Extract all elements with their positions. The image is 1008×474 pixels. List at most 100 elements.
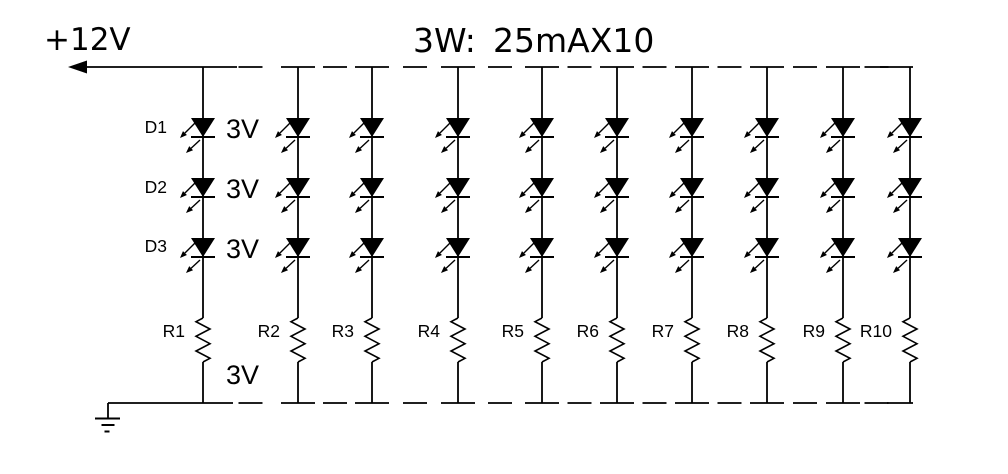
led-light-arrow: [669, 122, 685, 138]
led-light-arrow: [887, 242, 903, 258]
led-light-arrow: [826, 199, 841, 213]
led-light-arrow-shaft: [604, 259, 615, 269]
led-icon: [519, 118, 554, 153]
led-light-arrow-shaft: [285, 199, 296, 209]
led-light-arrow-shaft: [598, 122, 610, 134]
resistor-label: R4: [418, 321, 441, 341]
led-light-arrow-head: [750, 206, 758, 213]
led-branch-9: [820, 67, 855, 403]
led-light-arrow: [669, 242, 685, 258]
top-rail: [68, 60, 913, 74]
led-light-arrow-shaft: [754, 139, 765, 149]
led-triangle: [191, 178, 215, 197]
led-light-arrow: [435, 242, 451, 258]
resistor-icon: [683, 317, 701, 363]
led-icon: [744, 238, 779, 273]
led-light-arrow-head: [744, 131, 751, 138]
led-light-arrow: [441, 259, 456, 273]
led-light-arrow-head: [600, 206, 608, 213]
led-triangle: [898, 178, 922, 197]
led-light-arrow: [750, 259, 765, 273]
led-icon: [275, 118, 310, 153]
led-light-arrow: [519, 242, 535, 258]
led-light-arrow-shaft: [891, 182, 903, 194]
supply-arrow-icon: [68, 60, 237, 74]
led-light-arrow-shaft: [598, 182, 610, 194]
led-icon: [349, 178, 384, 213]
led-light-arrow-head: [441, 206, 449, 213]
led-triangle: [360, 238, 384, 257]
led-triangle: [360, 178, 384, 197]
led-triangle: [286, 118, 310, 137]
led-icon: [594, 238, 629, 273]
led-triangle: [831, 118, 855, 137]
led-icon: [275, 238, 310, 273]
led-light-arrow-head: [180, 131, 187, 138]
led-light-arrow-head: [594, 131, 601, 138]
led-light-arrow-shaft: [748, 242, 760, 254]
led-light-arrow-shaft: [184, 242, 196, 254]
led-light-arrow-head: [349, 191, 356, 198]
led-light-arrow-shaft: [830, 199, 841, 209]
led-light-arrow-head: [669, 251, 676, 258]
ground-icon: [95, 403, 120, 433]
led-light-arrow-head: [600, 266, 608, 273]
resistor-icon: [901, 317, 919, 363]
led-light-arrow-shaft: [897, 199, 908, 209]
led-light-arrow-head: [186, 266, 194, 273]
led-icon: [519, 178, 554, 213]
resistor-voltage-label: 3V: [226, 360, 259, 390]
led-branch-4: [435, 67, 470, 403]
resistor-icon: [363, 317, 381, 363]
led-light-arrow: [349, 122, 365, 138]
resistor-icon: [533, 317, 551, 363]
led-triangle: [530, 238, 554, 257]
led-light-arrow-head: [887, 131, 894, 138]
led-light-arrow-head: [525, 206, 533, 213]
led-triangle: [191, 238, 215, 257]
led-light-arrow-shaft: [598, 242, 610, 254]
led-light-arrow-head: [519, 131, 526, 138]
led-light-arrow: [186, 139, 201, 153]
led-light-arrow-head: [744, 251, 751, 258]
led-triangle: [755, 178, 779, 197]
led-light-arrow-head: [435, 131, 442, 138]
led-light-arrow: [600, 259, 615, 273]
led-triangle: [191, 118, 215, 137]
led-designator-label: D3: [145, 236, 167, 256]
led-light-arrow: [441, 199, 456, 213]
led-light-arrow-shaft: [824, 242, 836, 254]
led-light-arrow: [675, 139, 690, 153]
led-triangle: [831, 178, 855, 197]
led-light-arrow: [820, 242, 836, 258]
led-light-arrow-shaft: [824, 122, 836, 134]
led-light-arrow-shaft: [891, 122, 903, 134]
led-icon: [820, 118, 855, 153]
led-light-arrow-head: [887, 251, 894, 258]
resistor-label: R9: [803, 321, 825, 341]
led-light-arrow-head: [435, 191, 442, 198]
led-light-arrow-head: [820, 191, 827, 198]
led-icon: [275, 178, 310, 213]
led-light-arrow-head: [826, 266, 834, 273]
led-light-arrow: [594, 242, 610, 258]
led-icon: [820, 238, 855, 273]
led-light-arrow: [826, 139, 841, 153]
led-light-arrow-shaft: [445, 139, 456, 149]
led-triangle: [446, 118, 470, 137]
led-icon: [435, 118, 470, 153]
led-light-arrow: [435, 182, 451, 198]
led-light-arrow-shaft: [748, 182, 760, 194]
led-light-arrow: [275, 182, 291, 198]
resistor-label: R8: [727, 321, 749, 341]
led-light-arrow: [281, 139, 296, 153]
led-light-arrow: [519, 182, 535, 198]
led-light-arrow-shaft: [604, 139, 615, 149]
led-light-arrow-head: [826, 146, 834, 153]
led-light-arrow-head: [441, 266, 449, 273]
led-icon: [669, 178, 704, 213]
led-triangle: [605, 238, 629, 257]
led-branch-8: [744, 67, 779, 403]
led-light-arrow: [675, 259, 690, 273]
